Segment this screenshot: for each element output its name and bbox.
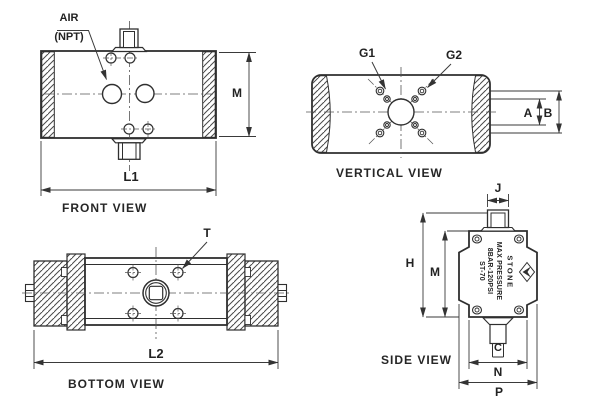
dim-label-l2: L2 [148, 346, 164, 361]
dim-label-j: J [494, 181, 502, 195]
dim-label-h: H [405, 256, 415, 270]
dim-label-m-side: M [430, 265, 440, 279]
bottom-view-drawing [22, 241, 290, 369]
brand-name: STONE [505, 255, 515, 289]
dim-label-l1: L1 [123, 169, 139, 184]
caption-bottom-view: BOTTOM VIEW [68, 377, 165, 391]
front-view-drawing [40, 21, 256, 196]
nameplate-line2: 8BAR-120PSI [486, 247, 494, 295]
dim-label-g1: G1 [358, 46, 375, 60]
dim-label-g2: G2 [445, 48, 462, 62]
dim-label-n: N [493, 365, 503, 379]
caption-front-view: FRONT VIEW [62, 201, 148, 215]
dim-label-b: B [543, 106, 553, 120]
air-label: AIR [59, 12, 79, 24]
caption-vertical-view: VERTICAL VIEW [336, 166, 443, 180]
stone-logo-icon [518, 261, 536, 283]
side-view-drawing [420, 194, 538, 389]
nameplate-line1: MAX PRESSURE [495, 241, 502, 301]
nameplate-line3: ST-70 [478, 261, 485, 281]
dim-label-m-front: M [232, 86, 242, 100]
dim-label-c: C [494, 342, 502, 354]
dim-label-t: T [203, 226, 211, 240]
nameplate-text: MAX PRESSURE 8BAR-120PSI ST-70 [476, 236, 502, 306]
vertical-view-drawing [306, 61, 562, 158]
npt-label: (NPT) [54, 31, 84, 43]
dim-label-a: A [523, 106, 533, 120]
dim-label-p: P [494, 385, 503, 399]
caption-side-view: SIDE VIEW [381, 353, 453, 367]
